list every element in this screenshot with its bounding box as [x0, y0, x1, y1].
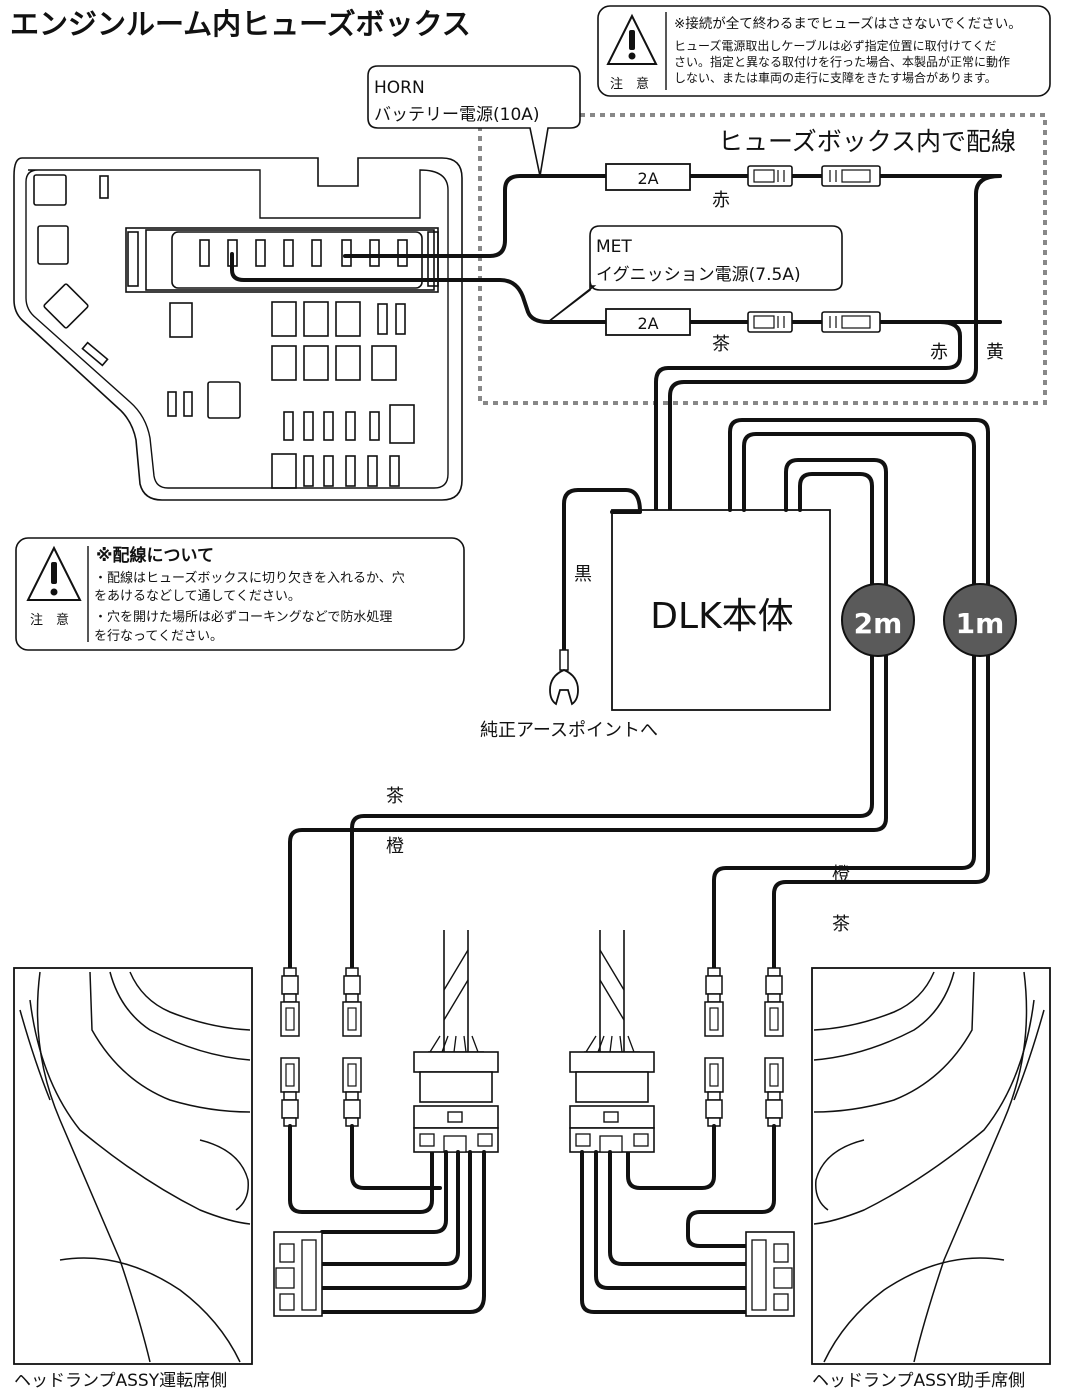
- wire-label-left-brown: 茶: [386, 786, 404, 807]
- caution-line-3: ・穴を開けた場所は必ずコーキングなどで防水処理: [94, 609, 392, 625]
- caution-title: ※配線について: [96, 545, 214, 566]
- cable-badge-1m-label: 1m: [956, 607, 1005, 640]
- caution-box-wiring: 注 意 ※配線について ・配線はヒューズボックスに切り欠きを入れるか、穴 をあけ…: [15, 537, 465, 651]
- ground-lug-icon: [549, 649, 579, 706]
- wire-label-right-brown: 茶: [832, 914, 850, 935]
- wire-label-upper-red: 赤: [712, 190, 730, 211]
- caution-line-4: を行なってください。: [94, 629, 223, 644]
- caution-line-2: ヒューズ電源取出しケーブルは必ず指定位置に取付けてくだ: [674, 38, 996, 53]
- cable-badge-2m: 2m: [841, 583, 915, 657]
- warning-triangle-icon: [26, 545, 82, 601]
- horn-sub: バッテリー電源(10A): [374, 105, 540, 125]
- met-title: MET: [596, 237, 632, 257]
- ground-label: 純正アースポイントへ: [480, 720, 658, 741]
- fusebox-wiring-label: ヒューズボックス内で配線: [718, 127, 1016, 156]
- headlamp-passenger: [811, 967, 1051, 1365]
- fuse-holder-upper: 2A: [605, 163, 691, 191]
- harness-right: [569, 930, 655, 1153]
- wire-label-black: 黒: [574, 564, 592, 585]
- dlk-unit: [611, 509, 831, 711]
- cable-badge-2m-label: 2m: [854, 607, 903, 640]
- engine-fusebox: [13, 157, 463, 501]
- horn-title: HORN: [374, 78, 425, 98]
- caution-label: 注 意: [610, 76, 649, 92]
- dlk-unit-label: DLK本体: [650, 596, 793, 637]
- connector-right-headlamp: [745, 1231, 795, 1317]
- wire-label-lower-brown: 茶: [712, 334, 730, 355]
- headlamp-passenger-label: ヘッドランプASSY助手席側: [812, 1371, 1025, 1391]
- caution-line-2: をあけるなどして通してください。: [94, 589, 301, 604]
- wire-label-left-orange: 橙: [386, 836, 404, 857]
- fuse-holder-lower: 2A: [605, 308, 691, 336]
- headlamp-driver: [13, 967, 253, 1365]
- met-callout: MET イグニッション電源(7.5A): [547, 225, 843, 323]
- harness-left: [413, 930, 499, 1153]
- horn-callout: HORN バッテリー電源(10A): [367, 65, 581, 177]
- connector-left-headlamp: [273, 1231, 323, 1317]
- fuse-upper-label: 2A: [637, 169, 658, 188]
- cable-badge-1m: 1m: [943, 583, 1017, 657]
- wire-label-yellow: 黄: [986, 342, 1004, 363]
- fuse-lower-label: 2A: [637, 314, 658, 333]
- wire-label-lower-red: 赤: [930, 342, 948, 363]
- fusebox-wiring-area: [478, 113, 1047, 405]
- met-sub: イグニッション電源(7.5A): [596, 265, 801, 285]
- caution-line-4: しない、または車両の走行に支障をきたす場合があります。: [674, 70, 997, 85]
- headlamp-driver-label: ヘッドランプASSY運転席側: [14, 1371, 227, 1391]
- warning-triangle-icon: [606, 13, 658, 65]
- caution-line-1: ・配線はヒューズボックスに切り欠きを入れるか、穴: [94, 570, 405, 586]
- caution-box-top: 注 意 ※接続が全て終わるまでヒューズはささないでください。 ヒューズ電源取出し…: [597, 5, 1051, 97]
- wire-label-right-orange: 橙: [832, 864, 850, 885]
- page-title: エンジンルーム内ヒューズボックス: [10, 7, 471, 41]
- caution-line-3: さい。指定と異なる取付けを行った場合、本製品が正常に動作: [674, 54, 1010, 69]
- caution-label: 注 意: [30, 612, 69, 628]
- caution-line-1: ※接続が全て終わるまでヒューズはささないでください。: [674, 15, 1022, 32]
